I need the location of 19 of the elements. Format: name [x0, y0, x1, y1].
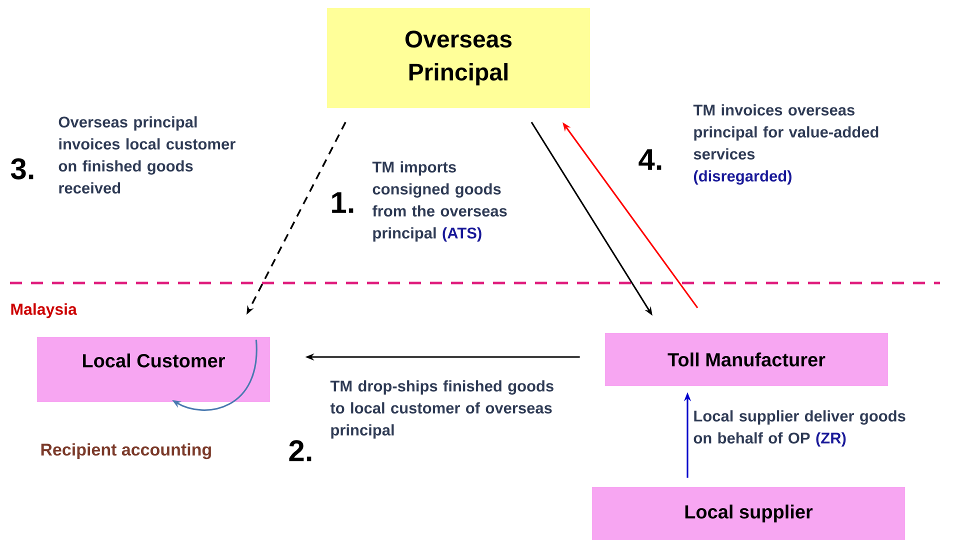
process-box	[605, 333, 888, 386]
note-text: TM drop-ships finished goods to local customer of overseas principal	[330, 380, 554, 439]
node-label: Overseas Principal	[405, 30, 512, 86]
caption-text: Recipient accounting	[41, 443, 211, 460]
process-box	[327, 8, 590, 108]
node-label: Local Customer	[82, 354, 225, 368]
region-label: Malaysia	[11, 303, 78, 318]
node-label: Toll Manufacturer	[668, 352, 826, 366]
step-number: 1.	[332, 192, 354, 213]
process-box	[592, 487, 905, 540]
step-number: 2.	[289, 440, 312, 462]
step-number: 4.	[638, 149, 662, 170]
node-label: Local supplier	[685, 504, 813, 522]
note-text: TM imports consigned goods from the overseas principal (ATS)	[372, 161, 507, 242]
process-box	[37, 337, 270, 402]
note-text: Local supplier deliver goods on behalf of OP (ZR)	[694, 410, 906, 447]
note-text: TM invoices overseas principal for value-added services (disregarded)	[693, 104, 878, 185]
note-text: Overseas principal invoices local customer on finished goods received	[58, 116, 236, 194]
step-number: 3.	[10, 158, 34, 180]
